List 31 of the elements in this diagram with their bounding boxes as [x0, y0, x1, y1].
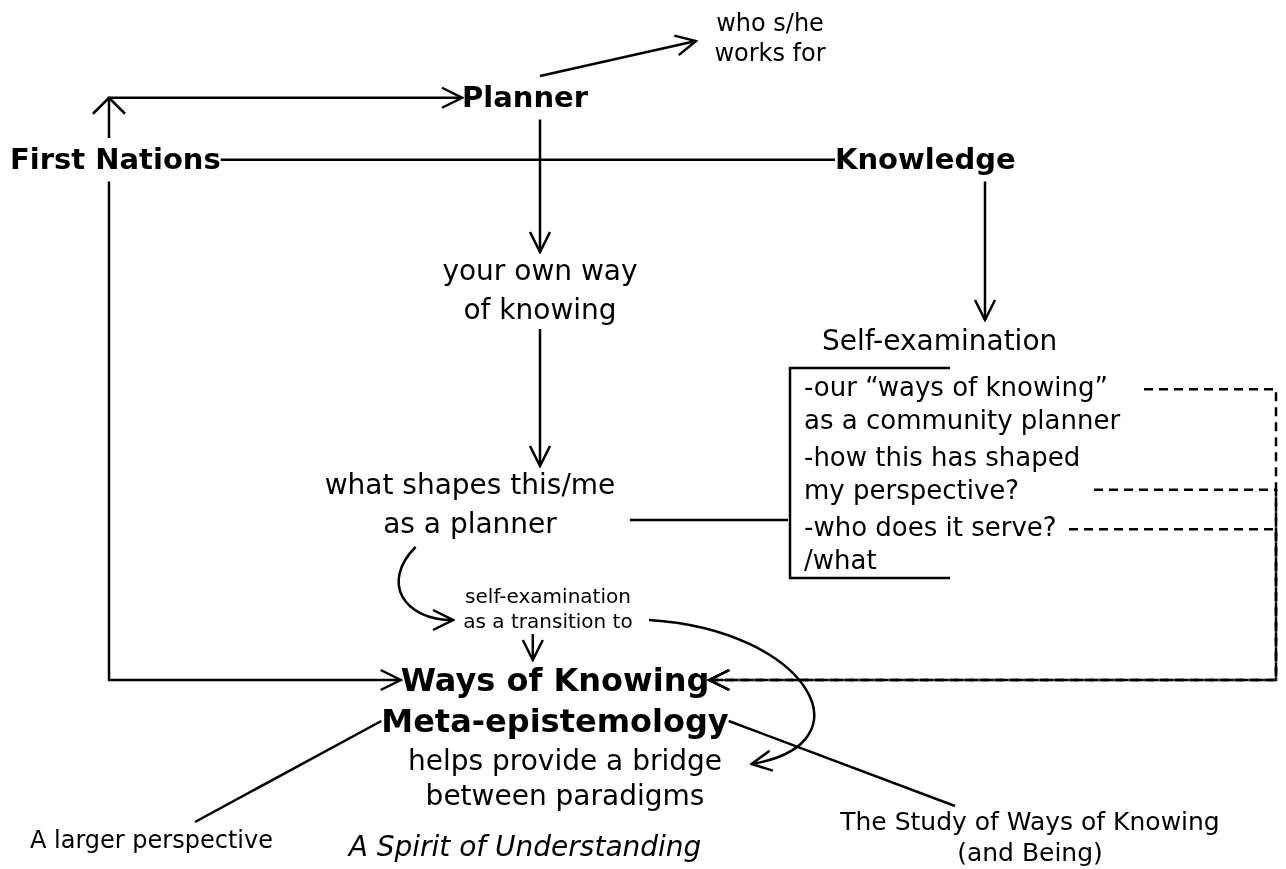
node-label: Planner [462, 76, 589, 120]
node-label: First Nations [10, 138, 221, 182]
node-label: Knowledge [835, 138, 1016, 182]
node-label: your own way of knowing [432, 252, 648, 329]
arrow [648, 618, 815, 770]
connector-line [194, 719, 382, 824]
list-item: -our “ways of knowing” as a community planner [804, 371, 1144, 436]
node-label: Ways of Knowing [400, 660, 710, 700]
connector-line [220, 158, 835, 161]
note-text: The Study of Ways of Knowing (and Being) [820, 806, 1240, 869]
connector-line [728, 719, 956, 808]
arrow [91, 86, 464, 140]
node-label: Meta-epistemology [381, 701, 729, 741]
arrow [539, 34, 698, 78]
list-item: -how this has shaped my perspective? [804, 441, 1094, 506]
node-label: helps provide a bridge between paradigms [382, 743, 748, 813]
arrow [528, 119, 552, 254]
arrow [107, 181, 402, 692]
list-item: -who does it serve? /what [804, 511, 1069, 576]
note-text: self-examination as a transition to [453, 584, 643, 634]
arrow [973, 181, 997, 322]
note-text: who s/he works for [700, 8, 840, 68]
connector-line [630, 518, 788, 522]
arrow [521, 634, 545, 662]
arrow [528, 329, 552, 468]
arrow [397, 546, 455, 630]
note-text: A larger perspective [30, 822, 273, 858]
heading-text: Self-examination [822, 320, 1058, 362]
caption-text: A Spirit of Understanding [348, 826, 702, 868]
dashed-arrow [708, 527, 1278, 692]
node-label: what shapes this/me as a planner [310, 466, 630, 543]
